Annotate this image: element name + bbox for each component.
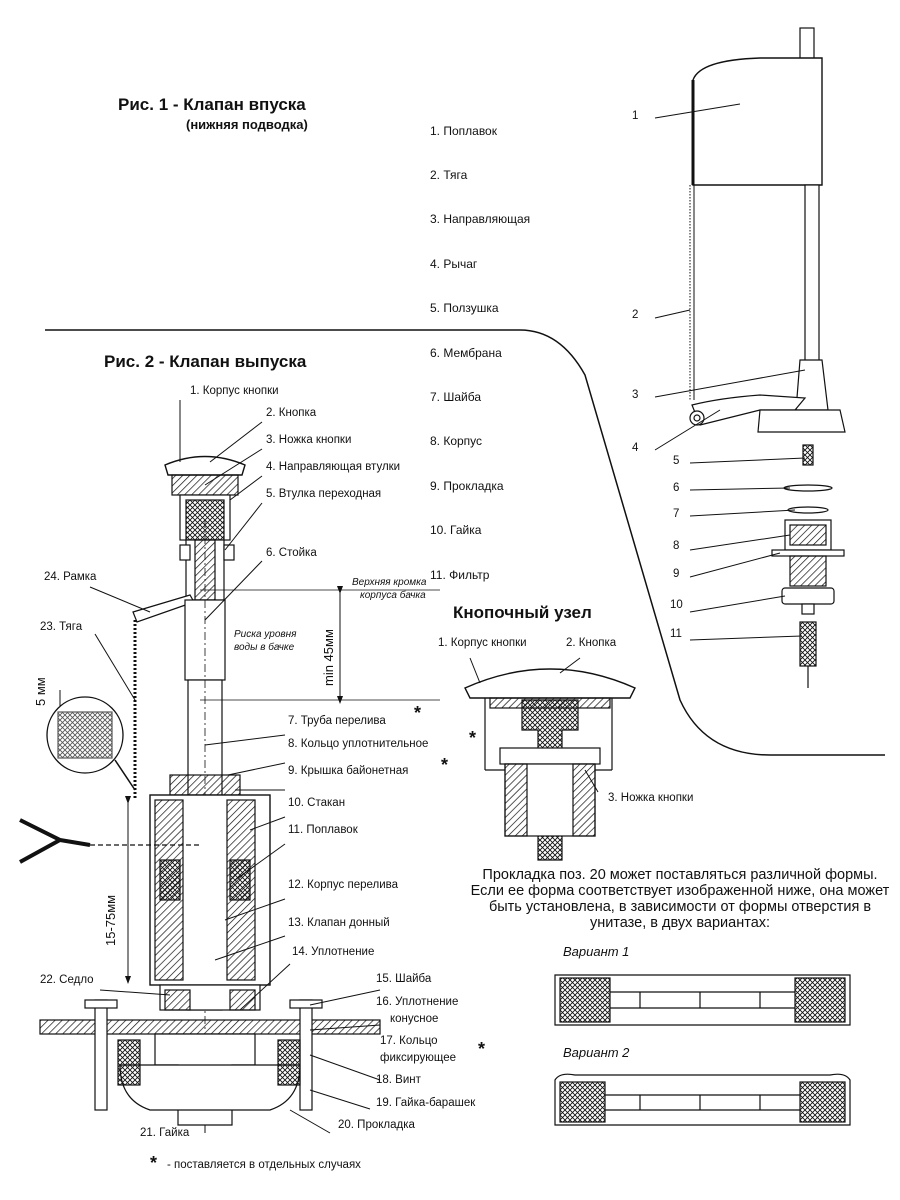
footnote: - поставляется в отдельных случаях bbox=[167, 1159, 361, 1171]
gasket-variant-1 bbox=[554, 974, 851, 1026]
label-button-stem: 3. Ножка кнопки bbox=[266, 434, 352, 446]
asterisk-mark: * bbox=[441, 755, 449, 775]
legend-item: 11. Фильтр bbox=[430, 567, 490, 582]
legend-item: 9. Прокладка bbox=[430, 478, 504, 493]
section-divider bbox=[45, 329, 885, 756]
dimension-min-45: min 45мм bbox=[321, 629, 336, 686]
water-level-note-2: воды в бачке bbox=[234, 642, 295, 653]
asterisk-mark: * bbox=[469, 728, 477, 748]
inlet-valve-drawing bbox=[654, 27, 846, 688]
label-overflow-body: 12. Корпус перелива bbox=[288, 879, 399, 891]
button-unit-label-housing: 1. Корпус кнопки bbox=[438, 637, 527, 649]
gasket-variant-1-label: Вариант 1 bbox=[563, 944, 630, 959]
gasket-note: Прокладка поз. 20 может поставляться раз… bbox=[470, 867, 890, 931]
label-frame: 24. Рамка bbox=[44, 571, 97, 583]
legend-item: 2. Тяга bbox=[430, 167, 468, 182]
tank-top-edge-note-2: корпуса бачка bbox=[360, 590, 426, 601]
tank-top-edge-note: Верхняя кромка bbox=[352, 577, 427, 588]
label-bayonet-cap: 9. Крышка байонетная bbox=[288, 765, 409, 777]
label-o-ring: 8. Кольцо уплотнительное bbox=[288, 738, 429, 750]
button-unit-drawing bbox=[464, 657, 636, 861]
asterisk-mark: * bbox=[414, 703, 422, 723]
label-bottom-valve: 13. Клапан донный bbox=[288, 917, 390, 929]
legend-item: 4. Рычаг bbox=[430, 256, 478, 271]
fig1-title: Рис. 1 - Клапан впуска bbox=[118, 95, 306, 114]
legend-item: 3. Направляющая bbox=[430, 212, 531, 227]
label-retaining-ring: 17. Кольцо bbox=[380, 1035, 438, 1047]
legend-item: 5. Ползушка bbox=[430, 301, 499, 316]
fig1-callout: 5 bbox=[673, 455, 680, 467]
fig1-callout: 3 bbox=[632, 389, 639, 401]
fig1-callout: 9 bbox=[673, 568, 680, 580]
asterisk-mark: * bbox=[478, 1039, 486, 1059]
water-level-note: Риска уровня bbox=[234, 629, 297, 640]
fig1-subtitle: (нижняя подводка) bbox=[186, 117, 308, 132]
label-cone-seal: 16. Уплотнение bbox=[376, 996, 459, 1008]
legend-item: 7. Шайба bbox=[430, 389, 481, 404]
fig1-callout: 7 bbox=[673, 508, 680, 520]
legend-item: 1. Поплавок bbox=[430, 123, 497, 138]
button-unit-label-stem: 3. Ножка кнопки bbox=[608, 792, 694, 804]
label-sleeve-guide: 4. Направляющая втулки bbox=[266, 461, 401, 473]
dimension-range: 15-75мм bbox=[103, 894, 118, 946]
label-adapter-sleeve: 5. Втулка переходная bbox=[266, 488, 382, 500]
fig1-callout: 4 bbox=[632, 442, 639, 454]
fig1-callout: 6 bbox=[673, 482, 680, 494]
label-cone-seal-2: конусное bbox=[390, 1013, 439, 1025]
label-float: 11. Поплавок bbox=[288, 824, 358, 836]
label-retaining-ring-2: фиксирующее bbox=[380, 1052, 456, 1064]
fig1-callout: 2 bbox=[632, 309, 639, 321]
label-nut: 21. Гайка bbox=[140, 1127, 190, 1139]
label-wing-nut: 19. Гайка-барашек bbox=[376, 1097, 476, 1109]
label-post: 6. Стойка bbox=[266, 547, 317, 559]
button-unit-title: Кнопочный узел bbox=[453, 603, 592, 622]
label-seat: 22. Седло bbox=[40, 974, 94, 986]
button-unit-label-button: 2. Кнопка bbox=[566, 637, 617, 649]
fig1-callout: 1 bbox=[632, 110, 639, 122]
footnote-asterisk: * bbox=[150, 1153, 158, 1173]
label-overflow-pipe: 7. Труба перелива bbox=[288, 715, 386, 727]
label-rod: 23. Тяга bbox=[40, 621, 83, 633]
dimension-5mm: 5 мм bbox=[33, 677, 48, 706]
legend-item: 8. Корпус bbox=[430, 434, 483, 449]
fig1-callout: 10 bbox=[670, 599, 683, 611]
fig1-callout: 8 bbox=[673, 540, 680, 552]
fig1-callout: 11 bbox=[670, 628, 682, 640]
outlet-valve-drawing bbox=[19, 400, 440, 1134]
legend-item: 10. Гайка bbox=[430, 523, 482, 538]
gasket-variant-2-label: Вариант 2 bbox=[563, 1045, 630, 1060]
label-button: 2. Кнопка bbox=[266, 407, 317, 419]
label-washer: 15. Шайба bbox=[376, 973, 432, 985]
label-button-housing: 1. Корпус кнопки bbox=[190, 385, 279, 397]
label-gasket: 20. Прокладка bbox=[338, 1119, 415, 1131]
fig1-legend: 1. Поплавок 2. Тяга 3. Направляющая 4. Р… bbox=[430, 94, 530, 597]
gasket-variant-2 bbox=[554, 1073, 851, 1126]
legend-item: 6. Мембрана bbox=[430, 345, 502, 360]
fig2-title: Рис. 2 - Клапан выпуска bbox=[104, 352, 307, 371]
label-screw: 18. Винт bbox=[376, 1074, 421, 1086]
label-cup: 10. Стакан bbox=[288, 797, 346, 809]
label-seal: 14. Уплотнение bbox=[292, 946, 375, 958]
